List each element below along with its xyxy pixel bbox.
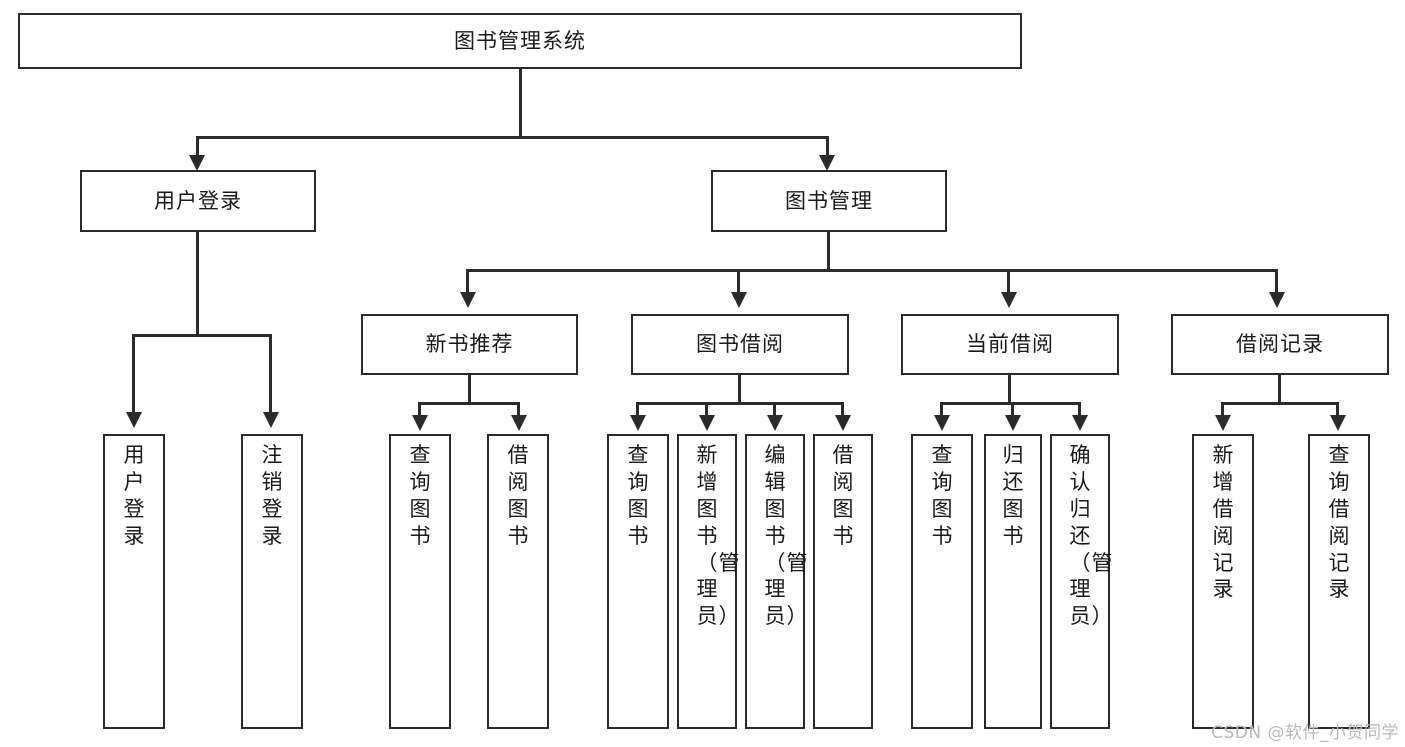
connector-book-borrow-to-add [705,402,708,418]
connector-book-borrow-to-borrow [841,402,844,418]
leaf-query-book-3[interactable]: 查询图书 [911,434,973,729]
arrow-root-to-book-manage [819,155,835,171]
node-label: 借阅记录 [1236,332,1324,357]
node-current-borrow[interactable]: 当前借阅 [901,314,1119,375]
arrow-book-manage-to-new-book [460,292,476,308]
arrow-book-borrow-to-query [630,415,646,431]
connector-book-borrow-stem [738,375,741,404]
connector-user-login-stem [196,232,199,336]
connector-book-manage-to-borrow-record [1275,269,1278,295]
connector-book-manage-to-current-borrow [1007,269,1010,295]
connector-book-manage-stem [827,232,830,271]
node-book-manage[interactable]: 图书管理 [711,170,947,232]
connector-current-borrow-bus [940,402,1081,405]
arrow-user-login-to-leaf-2 [263,412,279,428]
arrow-current-borrow-to-query [934,415,950,431]
leaf-return-book[interactable]: 归还图书 [984,434,1042,729]
arrow-current-borrow-to-confirm [1072,415,1088,431]
leaf-borrow-book-2[interactable]: 借阅图书 [813,434,873,729]
node-label: 注销登录 [261,443,284,548]
leaf-borrow-book-1[interactable]: 借阅图书 [487,434,549,729]
connector-user-login-to-leaf-1 [132,334,135,414]
node-label: 查询图书 [931,443,954,548]
connector-book-borrow-to-query [636,402,639,418]
node-label: 图书管理系统 [454,28,586,53]
node-borrow-record[interactable]: 借阅记录 [1171,314,1389,375]
arrow-book-borrow-to-borrow [835,415,851,431]
node-root-system[interactable]: 图书管理系统 [18,13,1022,69]
node-user-login[interactable]: 用户登录 [80,170,316,232]
connector-user-login-bus [132,334,272,337]
node-label: 用户登录 [154,188,242,213]
arrow-new-book-to-query [412,415,428,431]
connector-borrow-record-bus [1221,402,1338,405]
connector-current-borrow-to-confirm [1078,402,1081,418]
arrow-new-book-to-borrow [511,415,527,431]
arrow-user-login-to-leaf-1 [126,412,142,428]
connector-root-to-book-manage [826,136,829,158]
connector-new-book-to-query [418,402,421,418]
leaf-query-book-2[interactable]: 查询图书 [607,434,669,729]
node-label: 借阅图书 [507,443,530,548]
connector-current-borrow-stem [1008,375,1011,404]
arrow-book-manage-to-current-borrow [1001,292,1017,308]
node-label: 归还图书 [1002,443,1025,548]
node-book-borrow[interactable]: 图书借阅 [631,314,849,375]
connector-new-book-stem [468,375,471,404]
connector-book-borrow-to-edit [773,402,776,418]
node-label: 图书借阅 [696,332,784,357]
leaf-query-book-1[interactable]: 查询图书 [389,434,451,729]
node-label: 编辑图书（管理员） [764,443,809,629]
node-label: 新增图书（管理员） [696,443,741,629]
connector-book-borrow-bus [636,402,843,405]
node-label: 查询图书 [409,443,432,548]
arrow-borrow-record-to-query [1330,415,1346,431]
csdn-watermark: CSDN @软件_小贺同学 [1211,723,1399,743]
connector-new-book-to-borrow [517,402,520,418]
connector-borrow-record-to-query [1336,402,1339,418]
node-label: 图书管理 [785,188,873,213]
leaf-user-logout-action[interactable]: 注销登录 [241,434,303,729]
arrow-book-manage-to-borrow-record [1269,292,1285,308]
arrow-book-manage-to-book-borrow [731,292,747,308]
node-label: 确认归还（管理员） [1069,443,1114,629]
connector-root-to-user-login [196,136,199,158]
leaf-edit-book-admin[interactable]: 编辑图书（管理员） [745,434,809,729]
connector-root-bus [196,136,829,139]
node-label: 查询借阅记录 [1328,443,1351,602]
connector-book-manage-to-book-borrow [737,269,740,295]
connector-new-book-bus [418,402,520,405]
node-label: 借阅图书 [832,443,855,548]
connector-user-login-to-leaf-2 [269,334,272,414]
node-label: 用户登录 [123,443,146,548]
arrow-borrow-record-to-add [1215,415,1231,431]
arrow-book-borrow-to-add [699,415,715,431]
connector-root-stem [519,69,522,136]
leaf-confirm-return-admin[interactable]: 确认归还（管理员） [1050,434,1114,729]
node-label: 新增借阅记录 [1212,443,1235,602]
leaf-query-borrow-record[interactable]: 查询借阅记录 [1308,434,1370,729]
node-new-book-recommend[interactable]: 新书推荐 [361,314,578,375]
connector-borrow-record-to-add [1221,402,1224,418]
node-label: 新书推荐 [425,332,514,357]
node-label: 当前借阅 [966,332,1054,357]
leaf-add-book-admin[interactable]: 新增图书（管理员） [677,434,741,729]
connector-current-borrow-to-query [940,402,943,418]
connector-borrow-record-stem [1278,375,1281,404]
connector-book-manage-bus [466,269,1278,272]
arrow-root-to-user-login [189,155,205,171]
arrow-book-borrow-to-edit [767,415,783,431]
leaf-add-borrow-record[interactable]: 新增借阅记录 [1192,434,1254,729]
node-label: 查询图书 [627,443,650,548]
connector-current-borrow-to-return [1011,402,1014,418]
connector-book-manage-to-new-book [466,269,469,295]
leaf-user-login-action[interactable]: 用户登录 [103,434,165,729]
arrow-current-borrow-to-return [1005,415,1021,431]
